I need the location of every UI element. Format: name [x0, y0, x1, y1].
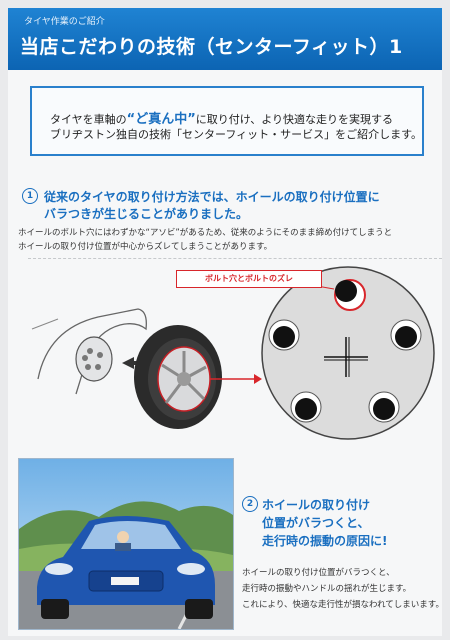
section2-body-line-3: これにより、快適な走行性が損なわれてしまいます。 [242, 600, 442, 610]
mount-arrow [122, 357, 148, 369]
left-tire [41, 599, 69, 619]
car-body-line [31, 318, 59, 330]
section1-heading-line-2: バラつきが生じることがありました。 [44, 207, 249, 221]
section2-number-badge: 2 [242, 496, 258, 512]
hub-bolt [95, 364, 101, 370]
bolt [395, 326, 417, 348]
intro-line-1-before: タイヤを車軸の [50, 113, 127, 126]
section1-heading-line-1: 従来のタイヤの取り付け方法では、ホイールの取り付け位置に [44, 190, 380, 204]
license-plate [111, 577, 139, 585]
hub-bolt [87, 348, 93, 354]
page-title: 当店こだわりの技術（センターフィット）1 [20, 36, 403, 58]
intro-emphasis: “ど真ん中” [126, 112, 196, 127]
header-band: タイヤ作業のご紹介 当店こだわりの技術（センターフィット）1 [8, 8, 442, 70]
diagram-illustration [31, 266, 435, 440]
section1-number-badge: 1 [22, 188, 38, 204]
bolt-offset-callout: ボルト穴とボルトのズレ [176, 270, 322, 288]
intro-line-1-after: に取り付け、より快適な走りを実現する [195, 113, 393, 126]
flyer-page: タイヤ作業のご紹介 当店こだわりの技術（センターフィット）1 タイヤを車軸の“ど… [8, 8, 442, 636]
wheel-hub [75, 336, 113, 382]
hub-bolt [97, 352, 103, 358]
bolt [273, 326, 295, 348]
section2-heading-line-1: ホイールの取り付け [262, 498, 371, 512]
section2-heading-line-3: 走行時の振動の原因に! [262, 534, 388, 548]
intro-box: タイヤを車軸の“ど真ん中”に取り付け、より快適な走りを実現する ブリヂストン独自… [30, 86, 424, 156]
left-headlight [45, 563, 73, 575]
header-kicker: タイヤ作業のご紹介 [24, 17, 105, 27]
driver-body [115, 543, 131, 551]
section2-body-line-1: ホイールの取り付け位置がバラつくと、 [242, 568, 395, 578]
wheel-center-cap [177, 372, 191, 386]
intro-line-1: タイヤを車軸の“ど真ん中”に取り付け、より快適な走りを実現する [50, 108, 393, 127]
section1-body-line-1: ホイールのボルト穴にはわずかな“アソビ”があるため、従来のようにそのまま締め付け… [18, 228, 393, 238]
car-driving-illustration [18, 458, 234, 630]
diagram-area [28, 258, 442, 444]
section2-body-line-2: 走行時の振動やハンドルの揺れが生じます。 [242, 584, 412, 594]
section1-body-line-2: ホイールの取り付け位置が中心からズレてしまうことがあります。 [18, 242, 273, 252]
hub-bolt [82, 355, 88, 361]
bolt [295, 398, 317, 420]
section2-heading-line-2: 位置がバラつくと、 [262, 516, 370, 530]
car-scene [19, 459, 233, 630]
car-fender-outline [37, 308, 147, 395]
right-tire [185, 599, 213, 619]
zoom-pointer-head [254, 374, 262, 384]
intro-line-2: ブリヂストン独自の技術「センターフィット・サービス」をご紹介します。 [50, 128, 423, 141]
right-headlight [177, 563, 205, 575]
windshield [81, 521, 181, 549]
hub-bolt [85, 364, 91, 370]
driver-head [117, 531, 129, 543]
bolt [373, 398, 395, 420]
offset-bolt [335, 280, 357, 302]
